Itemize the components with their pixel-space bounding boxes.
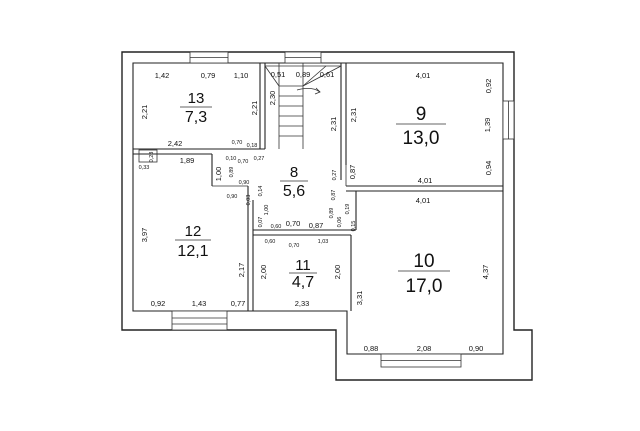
dimension-labels-vertical: 2,21 2,21 2,30 2,31 2,31 0,92 1,39 0,94 … — [140, 79, 493, 306]
dim-label: 0,79 — [201, 71, 216, 80]
room-area-13: 7,3 — [185, 109, 207, 126]
dim-label: 0,03 — [246, 195, 252, 206]
dim-label: 1,43 — [192, 299, 207, 308]
dim-label: 2,00 — [333, 265, 342, 280]
dim-label: 2,30 — [268, 91, 277, 106]
dim-label: 2,21 — [250, 101, 259, 116]
dim-label: 2,08 — [417, 344, 432, 353]
dim-label: 0,14 — [258, 186, 264, 197]
room-number-12: 12 — [185, 223, 202, 240]
dim-label: 0,70 — [286, 219, 301, 228]
dim-label: 0,77 — [231, 299, 246, 308]
dim-label: 2,31 — [329, 117, 338, 132]
dim-label: 0,89 — [296, 70, 311, 79]
dim-label: 0,90 — [239, 180, 250, 186]
dim-label: 0,89 — [229, 167, 235, 178]
dimension-labels: 1,42 0,79 1,10 0,51 0,89 0,61 4,01 2,42 … — [139, 70, 484, 353]
dim-label: 0,70 — [289, 243, 300, 249]
dim-label: 4,01 — [416, 71, 431, 80]
dim-label: 0,19 — [345, 204, 351, 215]
dim-label: 0,07 — [258, 217, 264, 228]
dim-label: 2,00 — [259, 265, 268, 280]
dim-label: 0,87 — [309, 221, 324, 230]
room-number-13: 13 — [188, 90, 205, 107]
dim-label: 1,00 — [264, 205, 270, 216]
dim-label: 3,97 — [140, 228, 149, 243]
dim-label: 2,17 — [237, 263, 246, 278]
dim-label: 1,10 — [234, 71, 249, 80]
dim-label: 0,92 — [484, 79, 493, 94]
dim-label: 0,89 — [329, 208, 335, 219]
dim-label: 2,21 — [140, 105, 149, 120]
dim-label: 0,94 — [484, 161, 493, 176]
dim-label: 0,51 — [271, 70, 286, 79]
dim-label: 0,92 — [151, 299, 166, 308]
dim-label: 0,27 — [254, 156, 265, 162]
window-bottom-left — [171, 310, 228, 331]
interior-walls — [133, 63, 503, 311]
dim-label: 0,87 — [348, 165, 357, 180]
dim-label: 0,60 — [265, 239, 276, 245]
closet — [138, 149, 158, 163]
dim-label: 0,60 — [271, 224, 282, 230]
dim-label: 4,01 — [418, 176, 433, 185]
dim-label: 0,10 — [226, 156, 237, 162]
dim-label: 0,61 — [320, 70, 335, 79]
staircase — [264, 63, 342, 149]
dim-label: 0,90 — [469, 344, 484, 353]
dim-label: 0,70 — [238, 159, 249, 165]
dim-label: 0,15 — [351, 221, 357, 232]
room-number-8: 8 — [290, 164, 298, 181]
dim-label: 1,00 — [214, 167, 223, 182]
room-area-8: 5,6 — [283, 183, 305, 200]
room-number-9: 9 — [416, 104, 427, 125]
dim-label: 2,31 — [349, 108, 358, 123]
dim-label: 0,90 — [227, 194, 238, 200]
dim-label: 0,33 — [139, 165, 150, 171]
windows — [171, 51, 515, 368]
dim-label: 0,06 — [337, 217, 343, 228]
dim-label: 0,88 — [364, 344, 379, 353]
room-number-10: 10 — [413, 251, 434, 272]
dim-label: 2,42 — [168, 139, 183, 148]
dim-label: 1,89 — [180, 156, 195, 165]
dim-label: 0,70 — [232, 140, 243, 146]
room-number-11: 11 — [295, 257, 311, 274]
room-area-10: 17,0 — [406, 276, 443, 297]
room-area-9: 13,0 — [403, 128, 440, 149]
dim-label: 0,18 — [247, 143, 258, 149]
room-area-11: 4,7 — [292, 274, 314, 291]
outer-walls — [121, 51, 533, 381]
dim-label: 1,03 — [318, 239, 329, 245]
dim-label: 2,33 — [295, 299, 310, 308]
dim-label: 0,27 — [332, 170, 338, 181]
dim-label: 1,42 — [155, 71, 170, 80]
room-area-12: 12,1 — [177, 243, 208, 260]
dim-label: 0,87 — [331, 190, 337, 201]
dim-label: 3,31 — [355, 291, 364, 306]
room-labels: 13 7,3 9 13,0 8 5,6 12 12,1 11 4,7 10 17… — [175, 90, 450, 297]
dim-label: 4,37 — [481, 265, 490, 280]
dim-label: 4,01 — [416, 196, 431, 205]
dim-label: 1,39 — [483, 118, 492, 133]
dim-label: 0,23 — [149, 152, 155, 163]
